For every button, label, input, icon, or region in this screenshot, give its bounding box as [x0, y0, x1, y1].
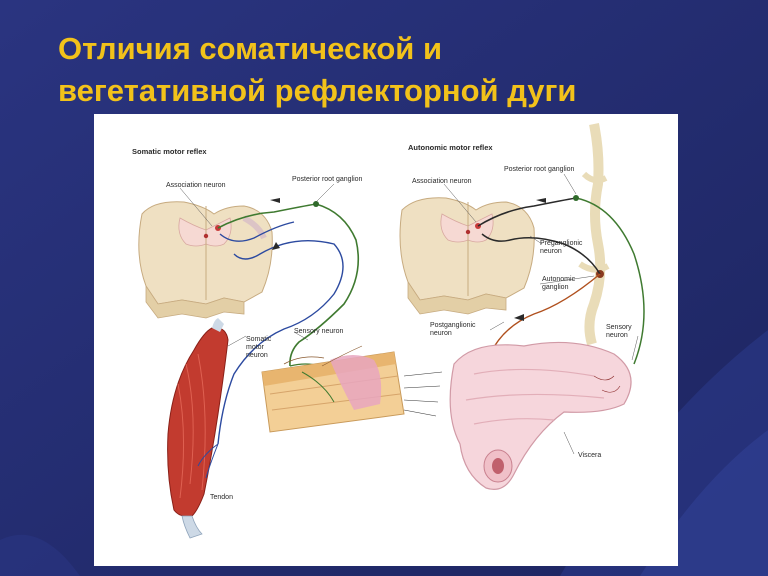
reflex-arc-illustration	[138, 123, 645, 539]
viscera	[449, 341, 632, 490]
somatic-sensory-neuron-label: Sensory neuron	[294, 328, 344, 335]
autonomic-ganglion-chain	[578, 123, 610, 346]
skin-block	[261, 345, 443, 433]
somatic-motor-neuron-label: Somatic motor neuron	[246, 336, 272, 359]
autonomic-heading: Autonomic motor reflex	[408, 143, 493, 152]
tendon-label: Tendon	[210, 494, 233, 501]
title-line-2: вегетативной рефлекторной дуги	[58, 73, 577, 108]
autonomic-sensory-neuron-label: Sensory neuron	[606, 324, 632, 339]
postganglionic-neuron-label: Postganglionic neuron	[430, 322, 476, 337]
somatic-association-neuron-label: Association neuron	[166, 182, 226, 189]
preganglionic-neuron-label: Preganglionic neuron	[540, 240, 583, 255]
autonomic-ganglion-label: Autonomic ganglion	[542, 276, 576, 291]
autonomic-posterior-root-ganglion-label: Posterior root ganglion	[504, 166, 575, 173]
title-line-1: Отличия соматической и	[58, 31, 443, 66]
autonomic-spinal-cord	[399, 197, 535, 315]
viscera-label: Viscera	[578, 452, 602, 459]
somatic-posterior-root-ganglion-label: Posterior root ganglion	[292, 176, 363, 183]
reflex-arc-figure: Somatic motor reflex Association neuron …	[94, 114, 678, 566]
slide-title: Отличия соматической и вегетативной рефл…	[58, 28, 748, 112]
somatic-spinal-cord	[138, 201, 273, 319]
somatic-heading: Somatic motor reflex	[132, 147, 207, 156]
muscle	[167, 318, 229, 539]
autonomic-association-neuron-label: Association neuron	[412, 178, 472, 185]
